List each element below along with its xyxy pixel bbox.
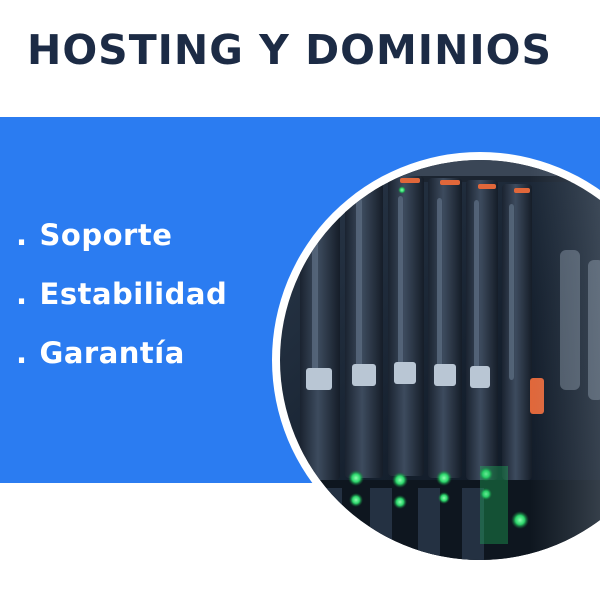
feature-label: Estabilidad [39,277,228,311]
feature-item-soporte: . Soporte [16,218,227,277]
bullet-dot: . [16,218,28,252]
feature-list: . Soporte . Estabilidad . Garantía [16,218,227,395]
feature-label: Soporte [39,218,173,252]
page-title: HOSTING Y DOMINIOS [27,26,553,74]
feature-item-estabilidad: . Estabilidad [16,277,227,336]
bullet-dot: . [16,277,28,311]
feature-label: Garantía [39,336,185,370]
feature-item-garantia: . Garantía [16,336,227,395]
server-photo-content [280,160,600,560]
bullet-dot: . [16,336,28,370]
drive-caddies [300,176,532,480]
